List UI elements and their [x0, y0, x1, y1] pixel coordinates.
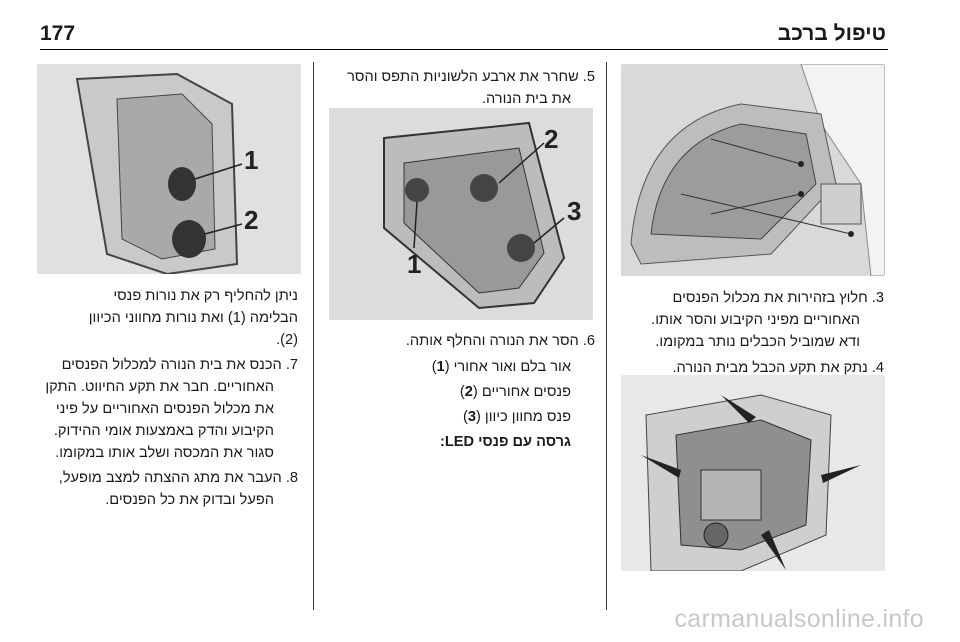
- right-column-text: 3. חלוץ בזהירות את מכלול הפנסים האחוריים…: [622, 287, 884, 380]
- tail-lamp-removal-figure: [621, 64, 885, 276]
- legend-item-1: אור בלם ואור אחורי (1): [431, 359, 571, 375]
- bulb-replacement-figure: 2 3 1: [329, 108, 593, 320]
- callout-2: 2: [544, 124, 558, 154]
- step-6: 6. הסר את הנורה והחלף אותה.: [405, 333, 595, 349]
- led-lamp-illustration: 1 2: [37, 64, 301, 274]
- callout-3: 3: [567, 196, 581, 226]
- callout-2: 2: [244, 205, 258, 235]
- led-version-note: גרסה עם פנסי LED:: [439, 434, 571, 450]
- step-3: 3. חלוץ בזהירות את מכלול הפנסים האחוריים…: [651, 290, 884, 350]
- step-7: 7. הכנס את בית הנורה למכלול הפנסים האחור…: [45, 357, 298, 461]
- led-intro: ניתן להחליף רק את נורות פנסי הבלימה (1) …: [88, 288, 298, 348]
- callout-1: 1: [407, 249, 421, 279]
- column-divider-left: [313, 62, 314, 610]
- bulb-holder-figure: [621, 375, 885, 571]
- led-lamp-figure: 1 2: [37, 64, 301, 274]
- header-rule: [40, 49, 888, 50]
- bulb-holder-illustration: [621, 375, 885, 571]
- callout-1: 1: [244, 145, 258, 175]
- legend-item-3: פנס מחוון כיוון (3): [462, 409, 571, 425]
- step-5: 5. שחרר את ארבע הלשוניות התפס והסר את בי…: [347, 69, 595, 107]
- page-header: 177 טיפול ברכב: [40, 22, 886, 50]
- page-number: 177: [40, 22, 76, 45]
- tail-lamp-removal-illustration: [621, 64, 885, 276]
- legend-item-2: פנסים אחוריים (2): [459, 384, 571, 400]
- watermark: carmanualsonline.info: [674, 605, 924, 633]
- column-divider-right: [606, 62, 607, 610]
- step-4: 4. נתק את תקע הכבל מבית הנורה.: [672, 360, 884, 376]
- step-8: 8. העבר את מתג ההצתה למצב מופעל, הפעל וב…: [58, 470, 298, 508]
- bulb-replacement-illustration: 2 3 1: [329, 108, 593, 320]
- left-column-text: ניתן להחליף רק את נורות פנסי הבלימה (1) …: [40, 285, 298, 512]
- section-title: טיפול ברכב: [777, 22, 886, 45]
- middle-column-step5: 5. שחרר את ארבע הלשוניות התפס והסר את בי…: [323, 66, 595, 111]
- middle-column-step6: 6. הסר את הנורה והחלף אותה. אור בלם ואור…: [323, 330, 595, 454]
